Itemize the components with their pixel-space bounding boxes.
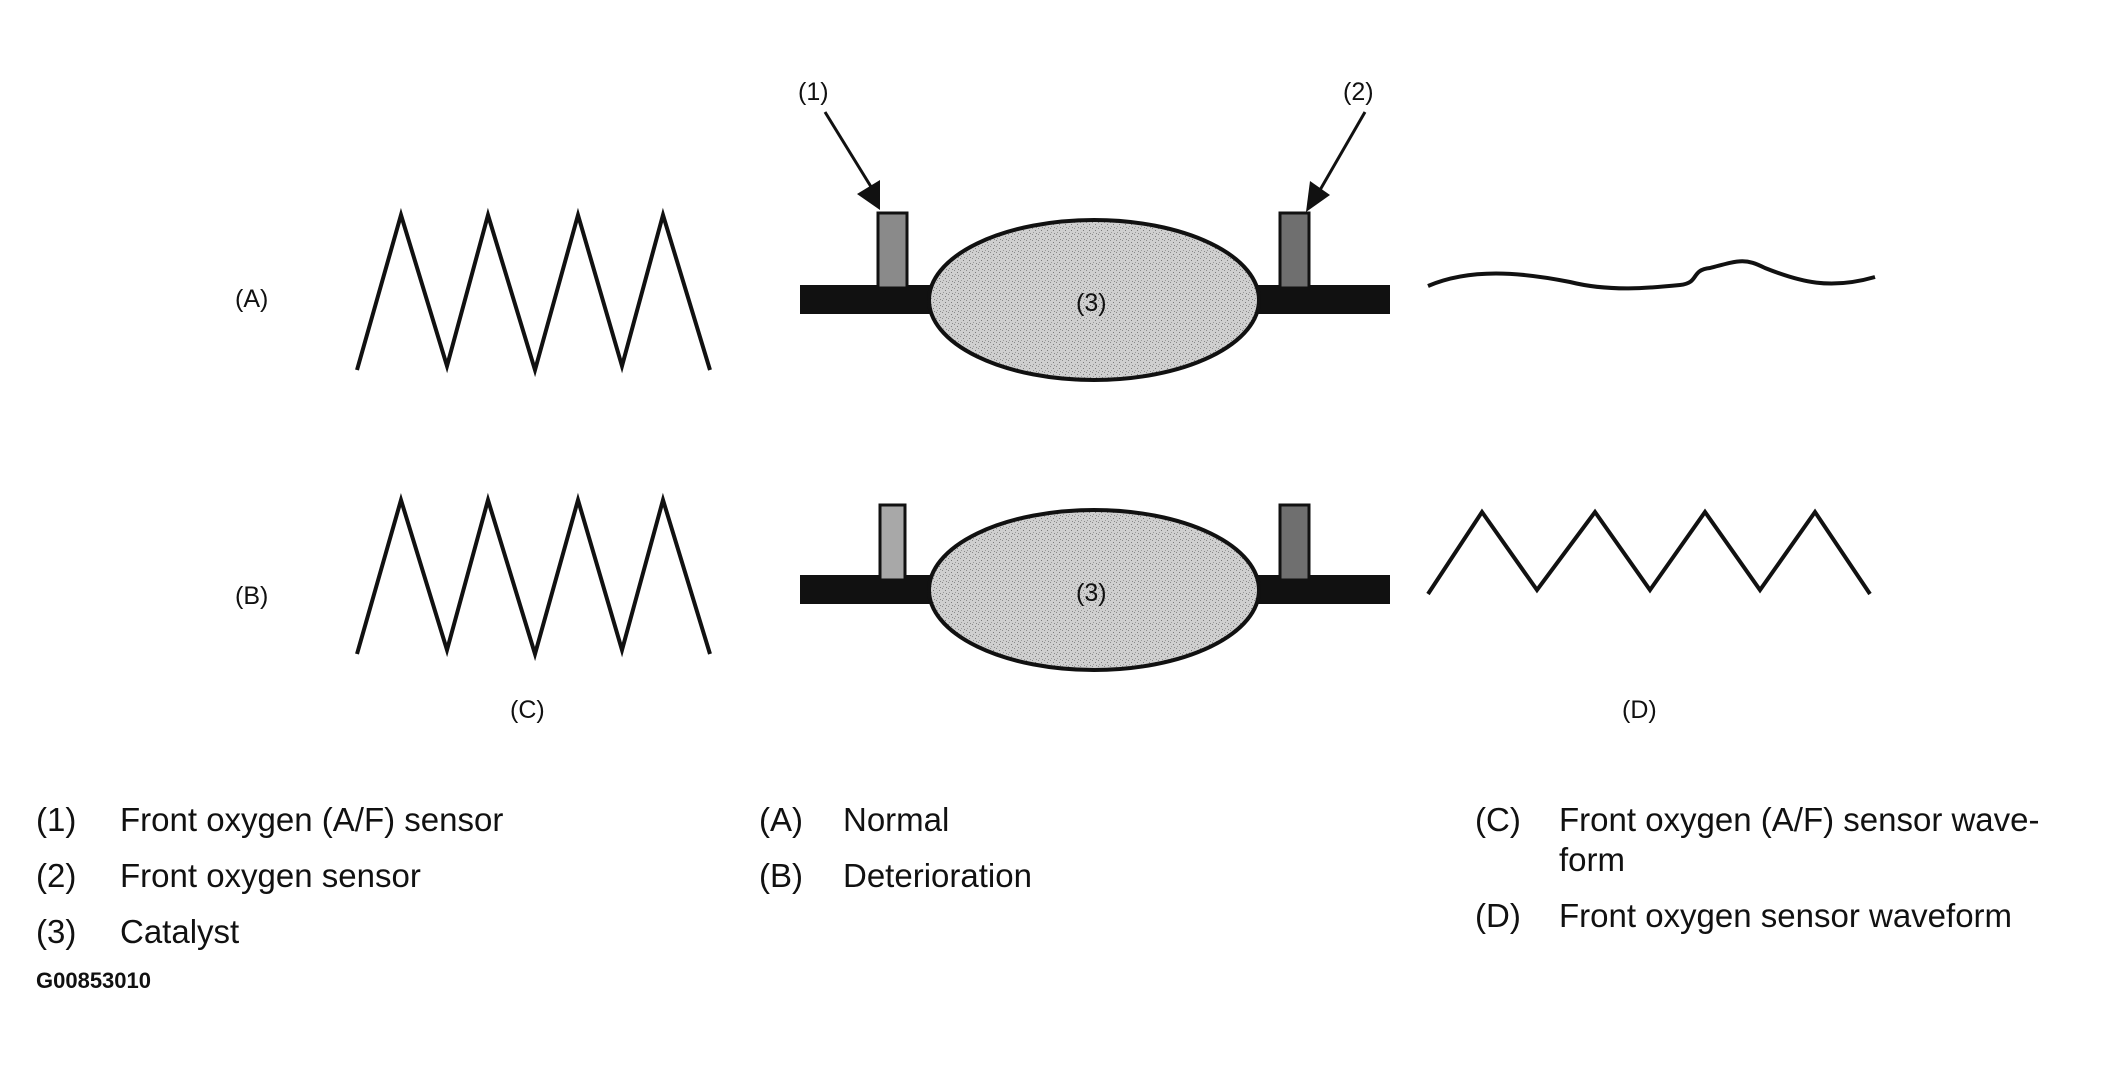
- legend-key: (B): [759, 857, 803, 894]
- front-o2-sensor-body: [1278, 503, 1311, 582]
- legend-item: (1) Front oxygen (A/F) sensor: [36, 800, 676, 840]
- legend-text: Front oxygen sensor: [120, 857, 421, 894]
- legend-key: (2): [36, 857, 77, 894]
- catalyst-row-a: [927, 218, 1261, 382]
- waveform-d-row-a: [1427, 259, 1876, 291]
- legend-key: (3): [36, 913, 77, 950]
- row-label-a: (A): [235, 285, 268, 313]
- legend-text: Deterioration: [843, 857, 1032, 894]
- front-o2-sensor-body: [1278, 211, 1311, 290]
- legend-item: (A) Normal: [759, 800, 1259, 840]
- legend-text: Front oxygen (A/F) sensor: [120, 801, 504, 838]
- waveform-c-row-a: [355, 207, 712, 378]
- exhaust-pipe-right: [1255, 575, 1390, 604]
- legend-column-2: (A) Normal (B) Deterioration: [759, 800, 1259, 912]
- legend-text: Front oxygen sensor waveform: [1559, 897, 2013, 934]
- legend-item: (B) Deterioration: [759, 856, 1259, 896]
- callout-1-leader: [823, 111, 875, 191]
- legend-item: (3) Catalyst: [36, 912, 676, 952]
- waveform-c-row-b: [355, 492, 712, 662]
- callout-2-label: (2): [1343, 78, 1374, 106]
- legend-key: (1): [36, 801, 77, 838]
- legend-key: (C): [1475, 801, 1521, 838]
- callout-1-label: (1): [798, 78, 829, 106]
- row-label-b: (B): [235, 582, 268, 610]
- legend-item: (C) Front oxygen (A/F) sensor wave-form: [1475, 800, 2095, 880]
- callout-1-arrowhead: [857, 180, 880, 210]
- figure-id: G00853010: [36, 968, 151, 993]
- legend-text: Front oxygen (A/F) sensor wave-form: [1559, 801, 2040, 878]
- callout-2-arrowhead: [1306, 181, 1330, 212]
- catalyst-label-row-a: (3): [1076, 289, 1107, 317]
- column-label-c: (C): [510, 696, 545, 724]
- exhaust-pipe-right: [1255, 285, 1390, 314]
- exhaust-assembly-row-a: (3): [800, 211, 1390, 382]
- legend-column-1: (1) Front oxygen (A/F) sensor (2) Front …: [36, 800, 676, 968]
- exhaust-pipe-left: [800, 285, 935, 314]
- legend-item: (2) Front oxygen sensor: [36, 856, 676, 896]
- exhaust-pipe-left: [800, 575, 935, 604]
- catalyst-label-row-b: (3): [1076, 579, 1107, 607]
- legend-text: Normal: [843, 801, 950, 838]
- column-label-d: (D): [1622, 696, 1657, 724]
- front-af-sensor-body: [878, 503, 907, 582]
- legend-key: (D): [1475, 897, 1521, 934]
- legend-column-3: (C) Front oxygen (A/F) sensor wave-form …: [1475, 800, 2095, 952]
- legend-item: (D) Front oxygen sensor waveform: [1475, 896, 2095, 936]
- catalyst-row-b: [927, 508, 1261, 672]
- legend-text: Catalyst: [120, 913, 240, 950]
- legend-key: (A): [759, 801, 803, 838]
- front-af-sensor-body: [876, 211, 909, 290]
- waveform-d-row-b: [1426, 508, 1872, 596]
- exhaust-assembly-row-b: (3): [800, 503, 1390, 672]
- callout-2-leader: [1318, 111, 1367, 191]
